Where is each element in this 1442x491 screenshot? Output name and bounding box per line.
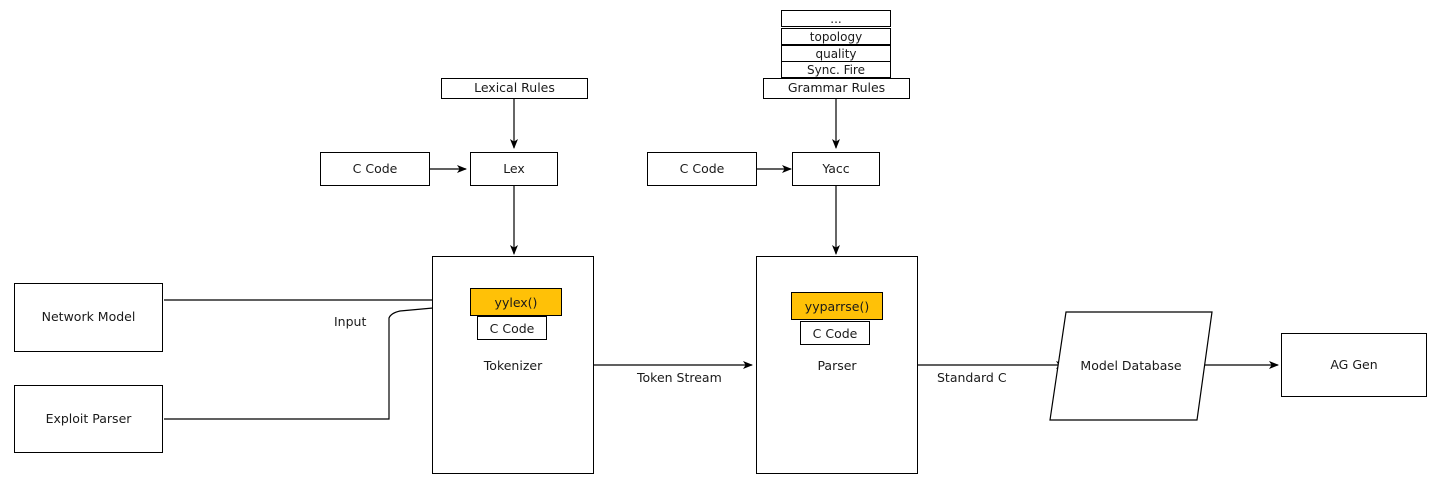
yacc-c-code-box[interactable]: C Code bbox=[647, 152, 757, 186]
parser-label-text: Parser bbox=[817, 358, 857, 373]
lex-box[interactable]: Lex bbox=[470, 152, 558, 186]
network-model-box[interactable]: Network Model bbox=[14, 283, 163, 352]
tokenizer-label: Tokenizer bbox=[432, 358, 594, 373]
exploit-parser-label: Exploit Parser bbox=[45, 410, 132, 426]
grammar-stack-label: ... bbox=[830, 11, 842, 26]
lexical-rules-box[interactable]: Lexical Rules bbox=[441, 78, 588, 99]
tokenizer-label-text: Tokenizer bbox=[483, 358, 543, 373]
model-database-label[interactable]: Model Database bbox=[1050, 358, 1212, 373]
grammar-stack-label: quality bbox=[815, 46, 857, 61]
token-stream-edge-label: Token Stream bbox=[637, 370, 722, 385]
yacc-box[interactable]: Yacc bbox=[792, 152, 880, 186]
standard-c-edge-label-text: Standard C bbox=[937, 370, 1007, 385]
parser-c-code-label: C Code bbox=[812, 325, 858, 341]
grammar-stack-label: topology bbox=[809, 29, 863, 44]
model-database-label-text: Model Database bbox=[1080, 358, 1182, 373]
parser-label: Parser bbox=[756, 358, 918, 373]
yylex-function-box[interactable]: yylex() bbox=[470, 288, 562, 316]
grammar-stack-label: Sync. Fire bbox=[807, 62, 865, 77]
grammar-stack-item-topology: topology bbox=[781, 28, 891, 45]
lex-label: Lex bbox=[503, 160, 525, 176]
exploit-parser-box[interactable]: Exploit Parser bbox=[14, 385, 163, 453]
tokenizer-c-code-box[interactable]: C Code bbox=[477, 316, 547, 340]
grammar-stack-item-ellipsis: ... bbox=[781, 10, 891, 27]
token-stream-edge-label-text: Token Stream bbox=[637, 370, 722, 385]
yacc-label: Yacc bbox=[822, 160, 850, 176]
yyparrse-label: yyparrse() bbox=[804, 298, 870, 314]
model-database-shape bbox=[1049, 311, 1213, 421]
standard-c-edge-label: Standard C bbox=[937, 370, 1007, 385]
input-edge-label: Input bbox=[334, 314, 366, 329]
lex-c-code-label: C Code bbox=[352, 160, 398, 176]
lex-c-code-box[interactable]: C Code bbox=[320, 152, 430, 186]
yacc-c-code-label: C Code bbox=[679, 160, 725, 176]
grammar-stack-item-quality: quality bbox=[781, 45, 891, 62]
ag-gen-box[interactable]: AG Gen bbox=[1281, 333, 1427, 397]
grammar-stack-item-sync-fire: Sync. Fire bbox=[781, 61, 891, 78]
ag-gen-label: AG Gen bbox=[1330, 356, 1378, 372]
yylex-label: yylex() bbox=[494, 294, 538, 310]
tokenizer-c-code-label: C Code bbox=[489, 320, 535, 336]
grammar-rules-label: Grammar Rules bbox=[787, 80, 886, 96]
edge-exploit-parser-to-yylex bbox=[164, 301, 467, 420]
parser-c-code-box[interactable]: C Code bbox=[800, 321, 870, 345]
grammar-rules-box[interactable]: Grammar Rules bbox=[763, 78, 910, 99]
network-model-label: Network Model bbox=[41, 309, 136, 325]
yyparrse-function-box[interactable]: yyparrse() bbox=[791, 292, 883, 320]
lexical-rules-label: Lexical Rules bbox=[474, 80, 555, 96]
input-edge-label-text: Input bbox=[334, 314, 367, 329]
